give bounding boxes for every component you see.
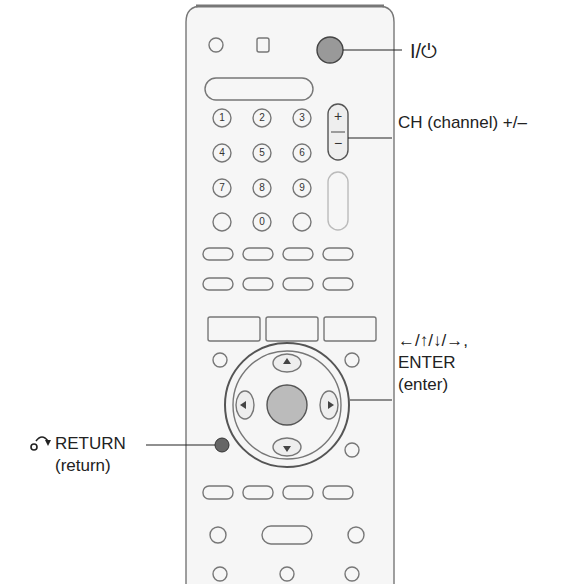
callout-label: I/⏻ (410, 38, 540, 64)
button-digit: 7 (214, 181, 230, 195)
button-digit: 6 (294, 146, 310, 160)
rocker-sign: + (330, 109, 346, 123)
button-digit: 8 (254, 181, 270, 195)
callout-label: CH (channel) +/– (398, 112, 538, 134)
button-digit: 9 (294, 181, 310, 195)
button-digit: 1 (214, 111, 230, 125)
button-digit: 3 (294, 111, 310, 125)
callout-label: RETURN (return) (55, 433, 143, 477)
button-digit: 4 (214, 146, 230, 160)
button-digit: 2 (254, 111, 270, 125)
button-digit: 0 (254, 215, 270, 229)
rocker-sign: − (330, 136, 346, 150)
button-digit: 5 (254, 146, 270, 160)
callout-label: ←/↑/↓/→, ENTER (enter) (398, 330, 498, 396)
